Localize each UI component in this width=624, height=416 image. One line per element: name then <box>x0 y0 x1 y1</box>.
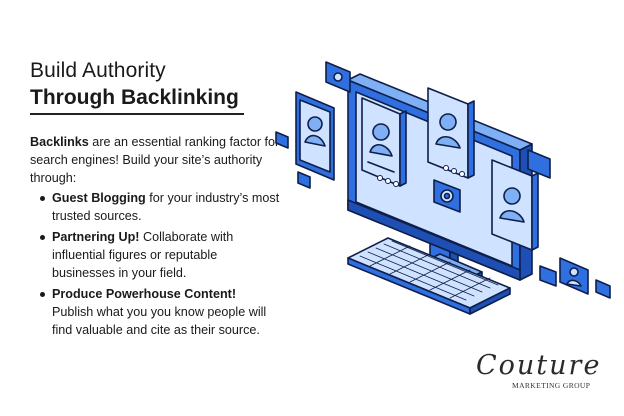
intro-bold: Backlinks <box>30 135 89 149</box>
title-underline <box>30 113 244 115</box>
text-column: Build Authority Through Backlinking Back… <box>30 58 280 342</box>
eye-icon <box>325 61 351 93</box>
title-line-2: Through Backlinking <box>30 86 239 109</box>
couture-logo: Couture MARKETING GROUP <box>470 350 600 400</box>
list-item: Produce Powerhouse Content! Publish what… <box>38 285 280 339</box>
profile-card-icon <box>295 91 335 181</box>
title-line-1: Build Authority <box>30 59 166 82</box>
profile-card-icon <box>361 97 407 187</box>
list-item-text: Publish what you you know people will fi… <box>52 305 267 337</box>
user-icon <box>559 257 589 295</box>
profile-card-icon <box>427 87 475 179</box>
list-item-text: for your industry’s most trusted sources… <box>52 191 280 223</box>
list-item: Partnering Up! Collaborate with influent… <box>38 228 280 282</box>
list-item-bold: Guest Blogging <box>52 191 146 205</box>
list-item: Guest Blogging for your industry’s most … <box>38 189 280 225</box>
logo-subtitle: MARKETING GROUP <box>512 381 591 390</box>
intro-text: are an essential ranking factor for sear… <box>30 135 280 185</box>
keyboard-icon <box>347 237 511 315</box>
logo-script: Couture <box>476 350 602 381</box>
target-icon <box>433 179 461 213</box>
small-tile-icon <box>275 131 611 299</box>
star-rating-icon <box>377 165 465 187</box>
backlinking-illustration <box>275 61 611 315</box>
list-item-bold: Produce Powerhouse Content! <box>52 287 237 301</box>
list-item-text: Collaborate with influential figures or … <box>52 230 234 280</box>
keyboard-keys <box>359 240 499 301</box>
profile-card-icon <box>491 159 539 251</box>
intro-paragraph: Backlinks are an essential ranking facto… <box>30 133 280 187</box>
tactics-list: Guest Blogging for your industry’s most … <box>30 189 280 339</box>
list-item-bold: Partnering Up! <box>52 230 140 244</box>
